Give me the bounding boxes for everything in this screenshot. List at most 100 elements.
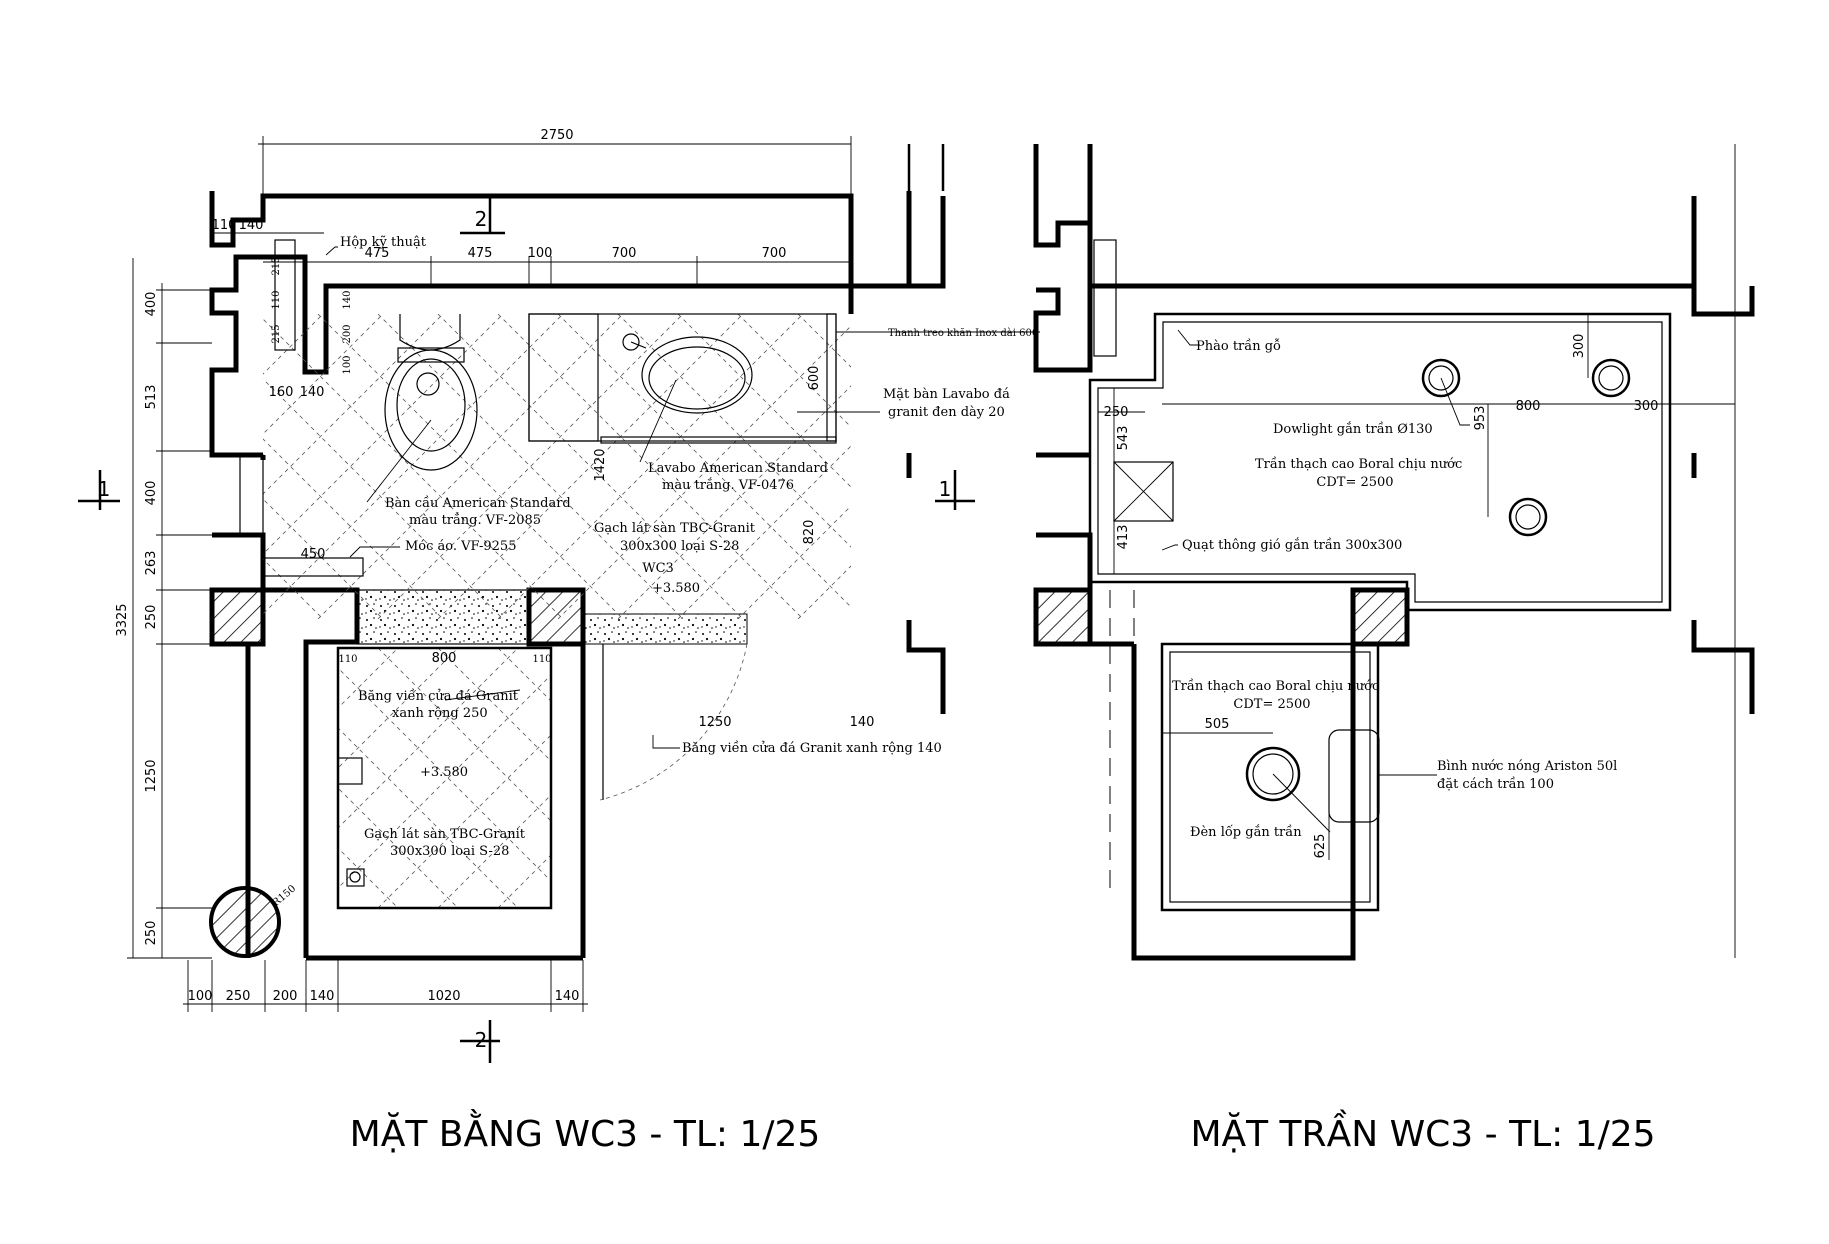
section-marker-2-bottom: [460, 1020, 500, 1063]
note-border-1: Băng viền cửa đá Granit: [358, 688, 519, 704]
exhaust-fan-icon: [1113, 461, 1174, 522]
dim-475-b: 475: [468, 246, 493, 261]
dim-inner-1250: 1250: [698, 715, 731, 730]
dim-inner-1420: 1420: [593, 448, 608, 481]
tech-box-pipe: [274, 239, 296, 351]
dim-inner-110-l: 110: [338, 654, 357, 665]
dim-513: 513: [144, 385, 159, 410]
dim-bottom-250: 250: [226, 989, 251, 1004]
basin: [641, 336, 753, 414]
ceiling-title: MẶT TRẦN WC3 - TL: 1/25: [1190, 1109, 1655, 1155]
column-right: [526, 587, 586, 647]
door-threshold: [356, 589, 530, 645]
section-marker-1-left: [78, 470, 120, 510]
note-heater-1: Bình nước nóng Ariston 50l: [1437, 759, 1617, 774]
tile-line: [798, 648, 1058, 908]
section-label-2-top: 2: [475, 207, 488, 231]
note-heater-2: đặt cách trần 100: [1437, 776, 1554, 792]
note-counter-1: Mặt bàn Lavabo đá: [883, 387, 1010, 402]
dim-inner-140-b: 140: [300, 385, 325, 400]
tile-line: [263, 558, 324, 619]
section-marker-2-top: [460, 198, 505, 235]
note-border-door: Băng viền cửa đá Granit xanh rộng 140: [682, 740, 942, 756]
tile-line: [978, 314, 1283, 619]
tile-line: [263, 438, 444, 619]
tile-line: [338, 648, 399, 709]
note-light: Đèn lốp gắn trần: [1190, 824, 1302, 840]
tile-line: [338, 667, 551, 882]
dim-inner-200: 200: [342, 324, 353, 343]
note-ceiling1-1: Trần thạch cao Boral chịu nước: [1255, 456, 1462, 472]
radius-label: R150: [271, 883, 298, 909]
tile-line: [558, 648, 818, 908]
ceiling-dim-300-a: 300: [1572, 334, 1587, 359]
tile-line: [338, 648, 459, 769]
note-wc-2: màu trắng. VF-2085: [409, 512, 541, 528]
dim-bottom-140-b: 140: [555, 989, 580, 1004]
tile-line: [263, 314, 384, 435]
dim-250-a: 250: [144, 605, 159, 630]
note-tile2-2: 300x300 loại S-28: [390, 844, 509, 859]
tile-line: [338, 727, 519, 908]
tile-line: [338, 648, 339, 649]
ceiling-panel-2: [1160, 642, 1380, 912]
ceiling-dim-625: 625: [1313, 834, 1328, 859]
door-threshold-2: [582, 613, 748, 645]
plan-title: MẶT BẰNG WC3 - TL: 1/25: [350, 1108, 821, 1155]
dim-3325: 3325: [115, 603, 130, 636]
tile-line: [918, 314, 1223, 619]
dim-700-a: 700: [612, 246, 637, 261]
note-counter-2: granit đen dày 20: [888, 405, 1005, 420]
dim-bottom-200: 200: [273, 989, 298, 1004]
tile-line: [338, 847, 399, 908]
dim-inner-820: 820: [802, 520, 817, 545]
tile-line: [263, 314, 444, 495]
basin-inner: [648, 346, 746, 410]
tile-line: [338, 674, 551, 889]
section-label-1-left: 1: [98, 477, 111, 501]
tile-line: [338, 648, 519, 829]
ceiling-dim-505: 505: [1205, 717, 1230, 732]
shower-tile-pattern: [338, 648, 1058, 908]
ceiling-dim-953: 953: [1473, 406, 1488, 431]
dim-263: 263: [144, 551, 159, 576]
dim-110: 110: [212, 218, 237, 233]
tile-line: [437, 648, 551, 762]
dim-bottom-140-a: 140: [310, 989, 335, 1004]
tile-line: [263, 314, 324, 375]
ceiling-light-icon: [1245, 746, 1301, 802]
floor-drain-icon: [346, 868, 365, 887]
tile-line: [263, 618, 264, 619]
round-column: [209, 886, 281, 958]
note-ceiling2-1: Trần thạch cao Boral chịu nước: [1172, 678, 1379, 694]
note-hook: Móc áo. VF-9255: [405, 539, 516, 554]
door-swing: [599, 643, 748, 801]
dim-1250-left: 1250: [144, 759, 159, 792]
vanity-block: [528, 313, 599, 442]
ceiling-dim-300-b: 300: [1634, 399, 1659, 414]
ceiling-dim-543: 543: [1116, 426, 1131, 451]
level-marker-shower: +3.580: [420, 765, 468, 780]
dim-inner-215-a: 215: [271, 256, 282, 275]
room-label-wc3: WC3: [642, 561, 674, 576]
tile-line: [437, 794, 551, 908]
note-tile2-1: Gạch lát sàn TBC-Granit: [364, 827, 526, 842]
plan-dimension-lines: [127, 136, 852, 1012]
tile-line: [338, 787, 459, 908]
section-label-2-bottom: 2: [475, 1028, 488, 1052]
dim-inner-100: 100: [342, 355, 353, 374]
note-towel-rail: Thanh treo khăn Inox dài 600: [888, 328, 1038, 339]
faucet-icon: [622, 333, 640, 351]
note-cornice: Phào trần gỗ: [1196, 338, 1281, 354]
dim-inner-600: 600: [807, 366, 822, 391]
toilet-icon: [384, 314, 478, 471]
dim-inner-215-b: 215: [271, 324, 282, 343]
column-left: [209, 587, 266, 647]
section-marker-1-right: [935, 470, 975, 510]
dim-400-b: 400: [144, 481, 159, 506]
tile-line: [497, 854, 551, 908]
dim-inner-160: 160: [269, 385, 294, 400]
vanity-counter: [528, 313, 837, 442]
note-tile-2: 300x300 loại S-28: [620, 539, 739, 554]
